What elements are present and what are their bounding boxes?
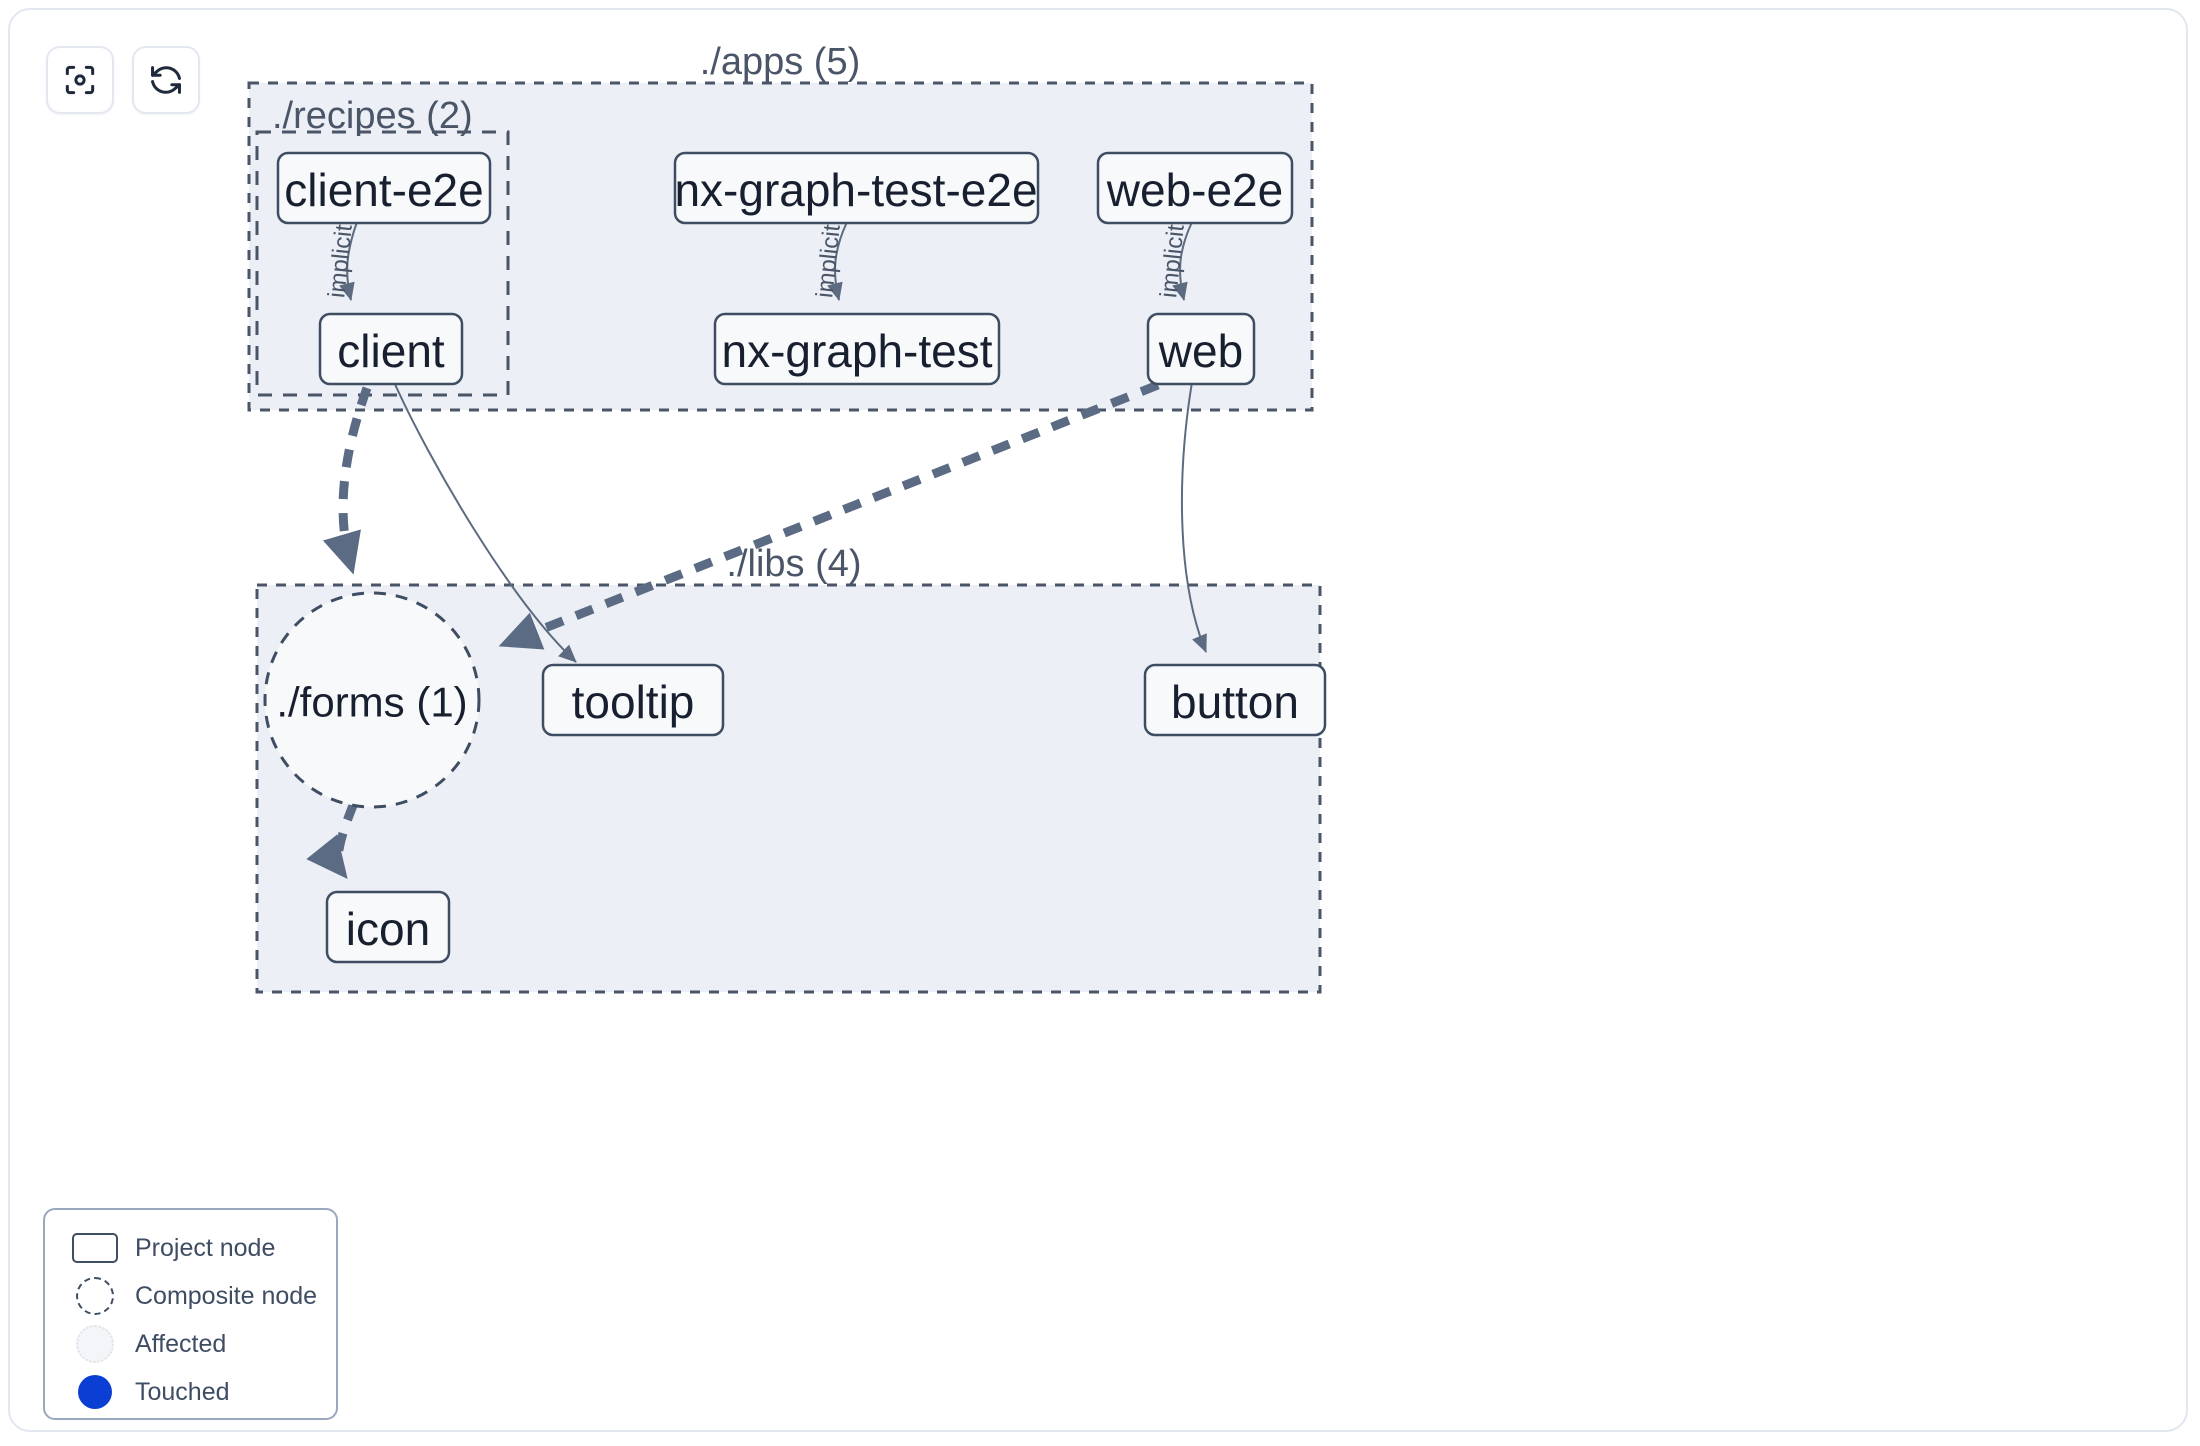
node-label: icon (346, 903, 430, 955)
legend-item-touched: Touched (45, 1368, 336, 1416)
edge-path (1172, 221, 1193, 301)
edge-web-to-button[interactable] (1180, 381, 1207, 653)
edge-path (393, 381, 577, 663)
graph-legend: Project node Composite node Affected Tou… (43, 1208, 338, 1420)
viewfinder-focus-icon (61, 61, 99, 99)
edge-path (498, 380, 1160, 650)
node-label: web-e2e (1106, 164, 1283, 216)
legend-label: Composite node (135, 1281, 318, 1310)
node-button[interactable]: button (1143, 663, 1327, 737)
edge-path (306, 801, 359, 880)
node-nx-graph-test[interactable]: nx-graph-test (713, 312, 1001, 386)
legend-item-composite-node: Composite node (45, 1272, 336, 1320)
node-rect[interactable] (1143, 663, 1327, 737)
legend-item-project-node: Project node (45, 1224, 336, 1272)
node-client[interactable]: client (318, 312, 464, 386)
node-label: tooltip (572, 676, 695, 728)
graph-toolbar (46, 46, 200, 114)
edge-path (1180, 381, 1207, 653)
node-web-e2e[interactable]: web-e2e (1096, 151, 1294, 225)
node-rect[interactable] (1146, 312, 1256, 386)
edge-path (322, 386, 372, 575)
node-rect[interactable] (673, 151, 1040, 225)
node-rect[interactable] (318, 312, 464, 386)
node-label: nx-graph-test-e2e (674, 164, 1037, 216)
legend-label: Touched (135, 1377, 230, 1406)
group-apps-label: ./apps (5) (700, 41, 861, 83)
legend-label: Project node (135, 1233, 276, 1262)
legend-label: Affected (135, 1329, 227, 1358)
refresh-graph-button[interactable] (132, 46, 200, 114)
affected-swatch (67, 1325, 123, 1363)
node-rect[interactable] (1096, 151, 1294, 225)
edge-client-to-forms[interactable] (322, 386, 372, 575)
node-client-e2e[interactable]: client-e2e (276, 151, 492, 225)
project-node-swatch (67, 1233, 123, 1263)
node-nx-graph-test-e2e[interactable]: nx-graph-test-e2e (673, 151, 1040, 225)
node-icon[interactable]: icon (325, 890, 451, 964)
refresh-sync-icon (147, 61, 185, 99)
group-recipes-label: ./recipes (2) (272, 95, 473, 137)
touched-swatch (67, 1375, 123, 1409)
node-rect[interactable] (325, 890, 451, 964)
legend-item-affected: Affected (45, 1320, 336, 1368)
graph-svg-layer[interactable]: ./apps (5) ./recipes (2) ./libs (4) impl… (10, 10, 2190, 1434)
composite-circle[interactable] (263, 591, 481, 809)
node-tooltip[interactable]: tooltip (541, 663, 725, 737)
node-label: ./forms (1) (276, 679, 467, 726)
node-label: button (1171, 676, 1299, 728)
graph-canvas-panel[interactable]: ./apps (5) ./recipes (2) ./libs (4) impl… (8, 8, 2188, 1432)
edge-web-to-forms[interactable] (498, 380, 1160, 650)
node-rect[interactable] (276, 151, 492, 225)
edge-forms-to-icon[interactable] (306, 801, 359, 880)
node-web[interactable]: web (1146, 312, 1256, 386)
node-label: web (1158, 325, 1243, 377)
edge-path (339, 221, 358, 301)
node-label: nx-graph-test (721, 325, 992, 377)
node-forms-composite[interactable]: ./forms (1) (263, 591, 481, 809)
group-libs-label: ./libs (4) (726, 543, 861, 585)
edge-client-to-tooltip[interactable] (393, 381, 577, 663)
node-label: client (337, 325, 445, 377)
composite-node-swatch (67, 1277, 123, 1315)
edge-path (827, 221, 848, 301)
node-rect[interactable] (713, 312, 1001, 386)
node-label: client-e2e (284, 164, 483, 216)
focus-graph-button[interactable] (46, 46, 114, 114)
node-rect[interactable] (541, 663, 725, 737)
